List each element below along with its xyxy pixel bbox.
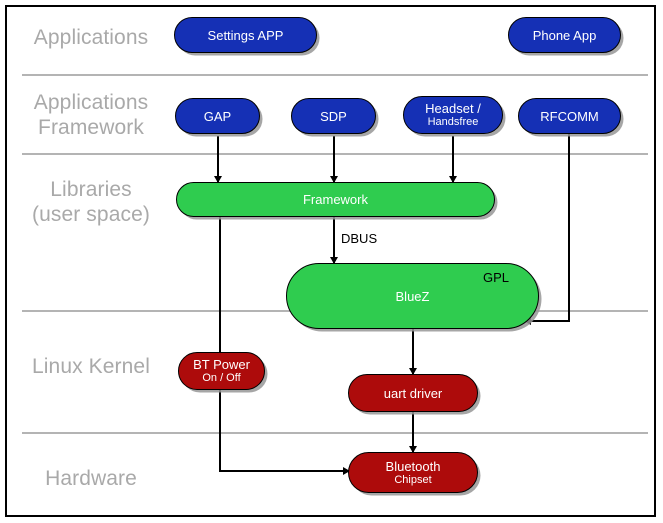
layer-label-libraries: Libraries (user space) [32, 178, 150, 226]
layer-label-applications-framework: Applications Framework [33, 91, 149, 139]
layer-label-linux-kernel: Linux Kernel [32, 355, 150, 378]
connector-gap-to-framework [217, 136, 219, 182]
node-sdp-label: SDP [320, 108, 347, 124]
arrowhead-framework-to-bluez [330, 257, 338, 264]
node-bt-power-label: BT Power [193, 357, 250, 372]
node-bluez-label: BlueZ [395, 288, 430, 304]
node-sdp[interactable]: SDP [291, 98, 376, 134]
connector-framework-to-chipset-vertical [219, 216, 221, 472]
node-settings-app-label: Settings APP [207, 27, 284, 43]
node-gap[interactable]: GAP [175, 98, 260, 134]
connector-uart-to-chipset [412, 410, 414, 454]
node-bluetooth-chipset-sublabel: Chipset [394, 473, 432, 486]
node-rfcomm-label: RFCOMM [540, 108, 599, 124]
node-framework[interactable]: Framework [176, 182, 495, 217]
separator-linux-kernel [22, 432, 648, 434]
node-bluetooth-chipset[interactable]: Bluetooth Chipset [348, 452, 478, 493]
connector-headset-to-framework [452, 136, 454, 182]
arrowhead-sdp-to-framework [330, 176, 338, 183]
annotation-dbus: DBUS [341, 231, 378, 246]
node-bt-power-sublabel: On / Off [202, 372, 241, 384]
node-rfcomm[interactable]: RFCOMM [518, 98, 621, 134]
arrowhead-framework-to-chipset [343, 467, 350, 475]
connector-rfcomm-to-bluez-vertical [568, 132, 570, 322]
separator-applications [22, 74, 648, 76]
connector-bluez-to-uart [412, 328, 414, 376]
node-bt-power[interactable]: BT Power On / Off [178, 352, 265, 390]
annotation-gpl: GPL [483, 270, 510, 285]
arrowhead-bluez-to-uart [409, 368, 417, 375]
node-headset-handsfree[interactable]: Headset / Handsfree [403, 96, 503, 134]
connector-framework-to-chipset-horizontal [219, 470, 349, 472]
layer-label-hardware: Hardware [45, 467, 137, 490]
arrowhead-uart-to-chipset [409, 446, 417, 453]
connector-rfcomm-to-bluez-horizontal [531, 320, 570, 322]
layer-label-applications: Applications [33, 26, 149, 49]
node-phone-app-label: Phone App [532, 27, 597, 43]
node-framework-label: Framework [302, 192, 368, 207]
arrowhead-gap-to-framework [214, 176, 222, 183]
node-gap-label: GAP [203, 108, 232, 124]
node-uart-driver-label: uart driver [383, 385, 443, 401]
arrowhead-headset-to-framework [449, 176, 457, 183]
node-settings-app[interactable]: Settings APP [174, 17, 317, 53]
node-headset-handsfree-sublabel: Handsfree [427, 116, 479, 128]
node-uart-driver[interactable]: uart driver [348, 374, 478, 412]
node-phone-app[interactable]: Phone App [508, 17, 621, 53]
node-headset-handsfree-label: Headset / [425, 101, 481, 116]
connector-sdp-to-framework [333, 136, 335, 182]
node-bluez[interactable]: BlueZ [286, 263, 539, 329]
node-bluetooth-chipset-label: Bluetooth [385, 458, 441, 474]
connector-framework-to-bluez [333, 216, 335, 264]
separator-applications-framework [22, 153, 648, 155]
